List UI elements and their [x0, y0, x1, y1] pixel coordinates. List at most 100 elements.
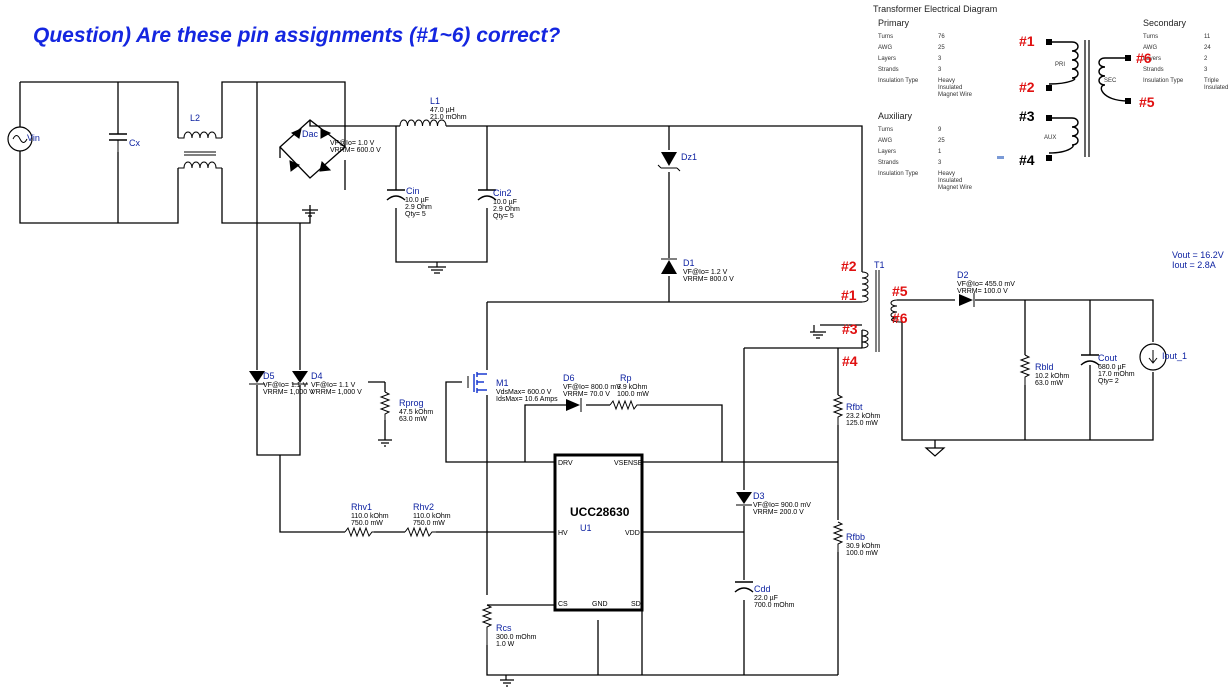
svg-text:GND: GND	[592, 601, 608, 608]
ground-symbols	[302, 209, 946, 687]
svg-text:1.0 W: 1.0 W	[496, 641, 515, 648]
svg-text:AUX: AUX	[1044, 135, 1056, 141]
svg-text:D1: D1	[683, 258, 695, 268]
svg-text:Layers: Layers	[878, 149, 896, 155]
iout-load: Iout_1	[1139, 343, 1187, 371]
svg-text:3: 3	[938, 67, 942, 73]
svg-text:110.0 kOhm: 110.0 kOhm	[413, 513, 451, 520]
svg-text:AWG: AWG	[878, 138, 892, 144]
svg-text:63.0 mW: 63.0 mW	[399, 416, 427, 423]
svg-text:76: 76	[938, 34, 945, 40]
svg-text:Auxiliary: Auxiliary	[878, 111, 913, 121]
svg-text:IdsMax= 10.6 Amps: IdsMax= 10.6 Amps	[496, 396, 558, 403]
td-pin-3: #3	[1019, 108, 1035, 124]
svg-text:Primary: Primary	[878, 18, 909, 28]
svg-text:Turns: Turns	[878, 127, 893, 133]
svg-text:Strands: Strands	[1143, 67, 1164, 73]
svg-text:10.0 µF: 10.0 µF	[405, 197, 429, 204]
iout-label: Iout = 2.8A	[1172, 260, 1216, 270]
svg-text:VSENSE: VSENSE	[614, 460, 643, 467]
svg-text:VRRM= 70.0 V: VRRM= 70.0 V	[563, 391, 610, 398]
svg-text:D2: D2	[957, 270, 969, 280]
d4-diode: D4 VF@Io= 1.1 V VRRM= 1,000 V	[292, 371, 362, 396]
svg-text:Turns: Turns	[878, 34, 893, 40]
d3-diode: D3 VF@Io= 900.0 mV VRRM= 200.0 V	[736, 491, 811, 516]
ic-part-number: UCC28630	[570, 505, 630, 519]
rprog-resistor: Rprog 47.5 kOhm 63.0 mW	[379, 391, 433, 423]
svg-text:125.0 mW: 125.0 mW	[846, 420, 878, 427]
rcs-resistor: Rcs 300.0 mOhm 1.0 W	[481, 604, 537, 648]
pin-label-4: #4	[842, 353, 858, 369]
svg-text:Turns: Turns	[1143, 34, 1158, 40]
svg-text:Rbld: Rbld	[1035, 362, 1054, 372]
svg-text:3: 3	[1204, 67, 1208, 73]
svg-text:Insulation Type: Insulation Type	[878, 78, 919, 84]
svg-text:Iout_1: Iout_1	[1162, 351, 1187, 361]
svg-text:Strands: Strands	[878, 160, 899, 166]
pin-label-2: #2	[841, 258, 857, 274]
svg-text:17.0 mOhm: 17.0 mOhm	[1098, 371, 1135, 378]
ground-icon	[378, 439, 392, 447]
svg-text:23.2 kOhm: 23.2 kOhm	[846, 413, 880, 420]
cin2-capacitor: Cin2 10.0 µF 2.9 Ohm Qty= 5	[477, 188, 520, 220]
rfbt-resistor: Rfbt 23.2 kOhm 125.0 mW	[832, 394, 880, 427]
svg-text:CS: CS	[558, 601, 568, 608]
td-pin-2: #2	[1019, 79, 1035, 95]
svg-text:M1: M1	[496, 378, 509, 388]
svg-text:10.0 µF: 10.0 µF	[493, 199, 517, 206]
ground-icon	[924, 447, 946, 457]
svg-text:Rprog: Rprog	[399, 398, 424, 408]
svg-text:VRRM= 1,000 V: VRRM= 1,000 V	[263, 389, 314, 396]
vout-label: Vout = 16.2V	[1172, 250, 1224, 260]
svg-text:30.9 kOhm: 30.9 kOhm	[846, 543, 880, 550]
svg-text:2.9 Ohm: 2.9 Ohm	[493, 206, 520, 213]
rbld-resistor: Rbld 10.2 kOhm 63.0 mW	[1019, 354, 1069, 387]
svg-text:Heavy: Heavy	[938, 78, 955, 84]
svg-text:3.9 kOhm: 3.9 kOhm	[617, 384, 648, 391]
dz1-zener: Dz1	[657, 152, 697, 172]
svg-text:100.0 mW: 100.0 mW	[846, 550, 878, 557]
svg-text:Cdd: Cdd	[754, 584, 771, 594]
svg-text:Qty= 5: Qty= 5	[493, 213, 514, 220]
svg-text:VF@Io= 900.0 mV: VF@Io= 900.0 mV	[753, 502, 811, 509]
rfbb-resistor: Rfbb 30.9 kOhm 100.0 mW	[832, 521, 880, 557]
svg-text:Secondary: Secondary	[1143, 18, 1187, 28]
cdd-capacitor: Cdd 22.0 µF 700.0 mOhm	[734, 581, 795, 609]
td-pin-1: #1	[1019, 33, 1035, 49]
d2-diode: D2 VF@Io= 455.0 mV VRRM= 100.0 V	[957, 270, 1015, 307]
svg-text:1: 1	[938, 149, 942, 155]
l2-label: L2	[190, 113, 200, 123]
svg-text:VDD: VDD	[625, 530, 640, 537]
pin-label-1: #1	[841, 287, 857, 303]
svg-text:Dz1: Dz1	[681, 152, 697, 162]
svg-text:Insulation Type: Insulation Type	[1143, 78, 1184, 84]
svg-text:22.0 µF: 22.0 µF	[754, 595, 778, 602]
svg-text:63.0 mW: 63.0 mW	[1035, 380, 1063, 387]
svg-text:3: 3	[938, 56, 942, 62]
td-pin-6: #6	[1136, 50, 1152, 66]
svg-text:Insulation Type: Insulation Type	[878, 171, 919, 177]
ground-icon	[428, 266, 446, 274]
svg-text:SD: SD	[631, 601, 641, 608]
ground-icon	[302, 209, 318, 217]
svg-text:Layers: Layers	[1143, 56, 1161, 62]
svg-text:D3: D3	[753, 491, 765, 501]
svg-text:AWG: AWG	[1143, 45, 1157, 51]
td-pin-4: #4	[1019, 152, 1035, 168]
svg-text:2.9 Ohm: 2.9 Ohm	[405, 204, 432, 211]
svg-text:DRV: DRV	[558, 460, 573, 467]
svg-text:VRRM= 600.0 V: VRRM= 600.0 V	[330, 147, 381, 154]
svg-text:VF@Io= 1.1 V: VF@Io= 1.1 V	[311, 382, 356, 389]
dac-bridge: Dac VF@Io= 1.0 V VRRM= 600.0 V	[289, 128, 381, 172]
svg-text:VRRM= 100.0 V: VRRM= 100.0 V	[957, 288, 1008, 295]
dac-label: Dac	[302, 129, 319, 139]
rhv2-resistor: Rhv2 110.0 kOhm 750.0 mW	[404, 502, 451, 538]
svg-text:Rp: Rp	[620, 373, 632, 383]
d1-diode: D1 VF@Io= 1.2 V VRRM= 800.0 V	[661, 258, 734, 283]
svg-text:47.5 kOhm: 47.5 kOhm	[399, 409, 433, 416]
svg-text:AWG: AWG	[878, 45, 892, 51]
cin-capacitor: Cin 10.0 µF 2.9 Ohm Qty= 5	[386, 186, 432, 218]
td-title: Transformer Electrical Diagram	[873, 4, 997, 14]
u1-controller-ic: DRV VSENSE HV VDD CS GND SD UCC28630 U1	[553, 453, 644, 612]
